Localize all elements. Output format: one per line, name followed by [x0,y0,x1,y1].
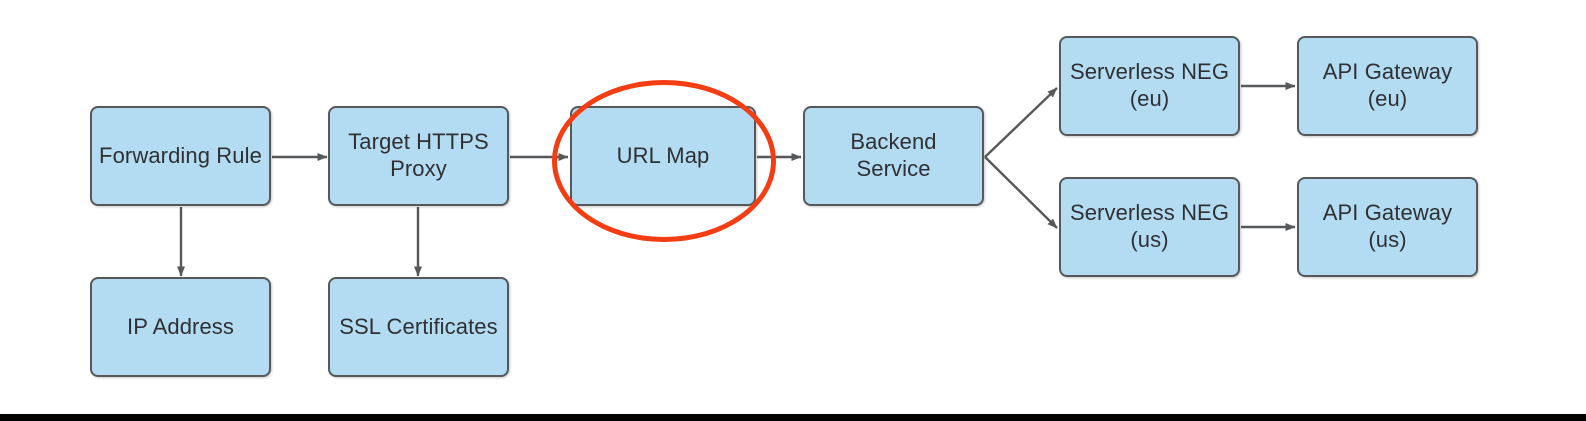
node-label-serverless-neg-eu: Serverless NEG (eu) [1069,59,1230,111]
bottom-rule-divider [0,414,1586,421]
node-url-map[interactable]: URL Map [570,106,756,206]
node-label-serverless-neg-us: Serverless NEG (us) [1069,200,1230,252]
node-api-gateway-eu[interactable]: API Gateway (eu) [1297,36,1478,136]
node-forwarding-rule[interactable]: Forwarding Rule [90,106,271,206]
node-serverless-neg-eu[interactable]: Serverless NEG (eu) [1059,36,1240,136]
node-target-https-proxy[interactable]: Target HTTPS Proxy [328,106,509,206]
node-label-ssl-certificates: SSL Certificates [339,313,498,339]
node-label-api-gateway-us: API Gateway (us) [1322,200,1453,252]
node-label-api-gateway-eu: API Gateway (eu) [1322,59,1453,111]
edge-backend-to-neg-us [984,156,1058,229]
node-label-ip-address: IP Address [127,313,234,339]
node-backend-service[interactable]: Backend Service [803,106,984,206]
node-label-backend-service: Backend Service [850,129,937,181]
node-api-gateway-us[interactable]: API Gateway (us) [1297,177,1478,277]
node-label-target-https-proxy: Target HTTPS Proxy [348,129,489,181]
node-ip-address[interactable]: IP Address [90,277,271,377]
node-label-url-map: URL Map [616,142,710,168]
node-ssl-certificates[interactable]: SSL Certificates [328,277,509,377]
edge-backend-to-neg-eu [984,87,1058,158]
node-serverless-neg-us[interactable]: Serverless NEG (us) [1059,177,1240,277]
node-label-forwarding-rule: Forwarding Rule [99,142,262,168]
